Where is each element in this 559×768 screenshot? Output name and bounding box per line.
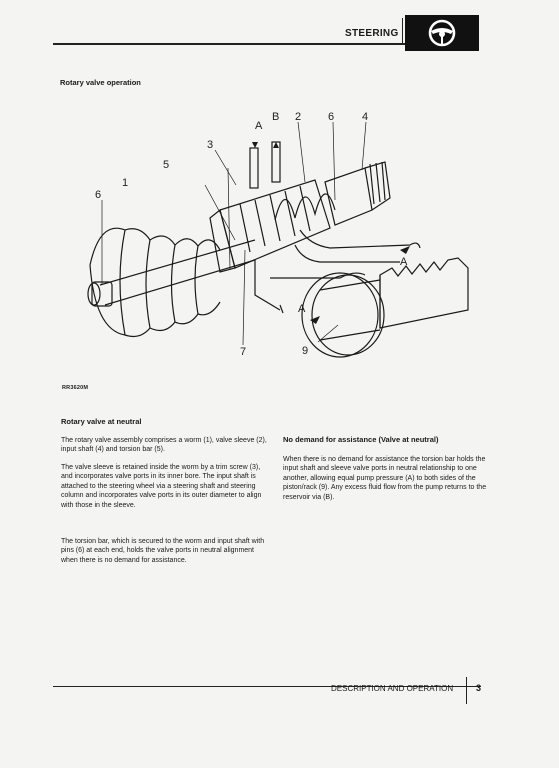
callout-B: B [272,111,279,123]
section-title: Rotary valve operation [60,78,141,87]
header-title: STEERING [345,28,399,39]
footer-divider [466,677,467,704]
right-paragraph: When there is no demand for assistance t… [283,456,487,501]
callout-A-top: A [255,120,263,132]
callout-6-left: 6 [95,189,101,201]
left-paragraph-2: The valve sleeve is retained inside the … [61,464,262,509]
steering-wheel-icon [428,19,456,47]
callout-A-right: A [400,256,408,268]
header-logo [405,15,479,51]
rotary-valve-diagram: A B 2 6 4 3 5 1 6 A A 7 9 [87,111,469,358]
callout-7: 7 [240,346,246,358]
callout-5: 5 [163,159,169,171]
callout-9: 9 [302,345,308,357]
header-divider [402,18,403,44]
callout-2: 2 [295,111,301,123]
callout-6-right: 6 [328,111,334,123]
callout-3: 3 [207,139,213,151]
page-number: 3 [476,683,482,693]
callout-4: 4 [362,111,368,123]
left-paragraph-3: The torsion bar, which is secured to the… [61,538,265,564]
left-heading: Rotary valve at neutral [61,417,142,426]
footer-rule [53,686,481,687]
figure-code: RR3620M [62,385,89,391]
callout-A-lower: A [298,303,306,315]
header-rule [53,43,479,45]
right-heading: No demand for assistance (Valve at neutr… [283,435,439,444]
footer-title: DESCRIPTION AND OPERATION [331,684,454,693]
callout-1: 1 [122,177,128,189]
left-paragraph-1: The rotary valve assembly comprises a wo… [61,437,267,454]
